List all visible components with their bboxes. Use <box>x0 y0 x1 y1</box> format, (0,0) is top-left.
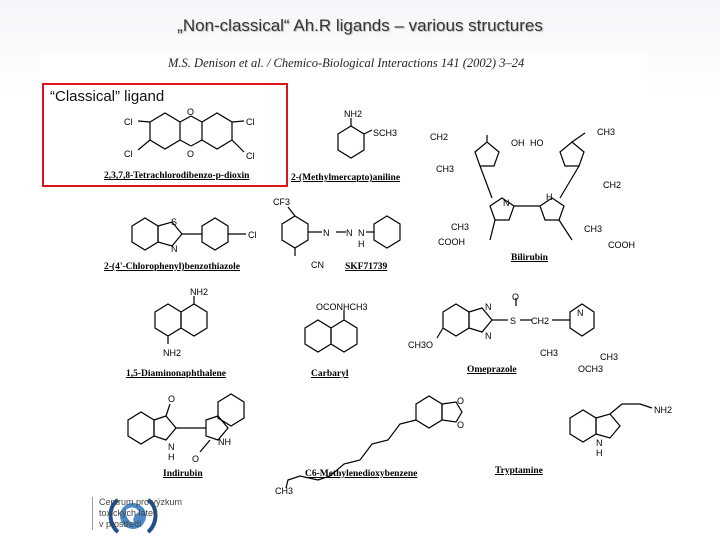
atom-nh2: NH2 <box>344 109 362 119</box>
slide-title: „Non-classical“ Ah.R ligands – various s… <box>177 16 543 35</box>
citation: M.S. Denison et al. / Chemico-Biological… <box>168 56 525 70</box>
bilirubin-structure: CH2 CH3 OH HO CH3 CH2 N H CH3 CH3 COOH C… <box>430 127 635 250</box>
skf71739-structure: CF3 N N N H CN <box>273 197 401 270</box>
atom-ch3: CH3 <box>540 348 558 358</box>
compound-name-omeprazole: Omeprazole <box>467 365 517 375</box>
atom-cl: Cl <box>248 230 257 240</box>
atom-nh2: NH2 <box>190 287 208 297</box>
compound-name-tcdd: 2,3,7,8-Tetrachlorodibenzo-p-dioxin <box>104 171 250 181</box>
atom-cn: CN <box>311 260 324 270</box>
chlorophenylbenzothiazole-structure: S N Cl <box>131 217 257 254</box>
atom-n: N <box>358 228 365 238</box>
carbaryl-structure: OCONHCH3 <box>304 302 368 353</box>
compound-name-bilirubin: Bilirubin <box>511 253 548 263</box>
atom-o: O <box>512 292 519 302</box>
atom-oconhch3: OCONHCH3 <box>316 302 368 312</box>
atom-n: N <box>323 228 330 238</box>
atom-ch2: CH2 <box>430 132 448 142</box>
atom-o: O <box>457 420 464 430</box>
atom-s: S <box>510 316 516 326</box>
compound-name-diaminonaphthalene: 1,5-Diaminonaphthalene <box>126 369 227 379</box>
atom-ch2: CH2 <box>603 180 621 190</box>
atom-cl: Cl <box>124 149 133 159</box>
atom-ch3: CH3 <box>451 222 469 232</box>
atom-o: O <box>168 394 175 404</box>
atom-ch3: CH3 <box>584 224 602 234</box>
indirubin-structure: O N H NH O <box>127 393 245 464</box>
classical-ligand-highlight-box <box>42 83 288 187</box>
atom-nh2: NH2 <box>654 405 672 415</box>
atom-n: N <box>503 198 510 208</box>
atom-n: N <box>485 302 492 312</box>
atom-n: N <box>596 438 603 448</box>
compound-name-tryptamine: Tryptamine <box>495 466 543 476</box>
atom-ch3o: CH3O <box>408 340 433 350</box>
atom-o: O <box>192 454 199 464</box>
atom-cooh: COOH <box>438 237 465 247</box>
atom-h: H <box>168 452 175 462</box>
organization-name: Centrum pro výzkum toxických látek v pro… <box>92 497 182 530</box>
atom-oh: OH <box>511 138 525 148</box>
atom-cl: Cl <box>246 151 255 161</box>
atom-sch3: SCH3 <box>373 128 397 138</box>
atom-cf3: CF3 <box>273 197 290 207</box>
classical-ligand-label: “Classical” ligand <box>50 88 165 105</box>
atom-cl: Cl <box>246 117 255 127</box>
compound-name-methylmercaptoaniline: 2-(Methylmercapto)aniline <box>291 173 401 183</box>
atom-n: N <box>485 331 492 341</box>
atom-n: N <box>171 244 178 254</box>
compound-name-methylenedioxybenzene: C6-Methylenedioxybenzene <box>305 469 418 479</box>
atom-ho: HO <box>530 138 544 148</box>
compound-name-skf71739: SKF71739 <box>345 262 388 272</box>
atom-o: O <box>187 107 194 117</box>
atom-ch3: CH3 <box>600 352 618 362</box>
atom-och3: OCH3 <box>578 364 603 374</box>
structures-figure <box>40 55 647 500</box>
atom-h: H <box>546 192 553 202</box>
compound-name-chlorophenylbenzothiazole: 2-(4'-Chlorophenyl)benzothiazole <box>104 262 240 272</box>
atom-ch3: CH3 <box>436 164 454 174</box>
diaminonaphthalene-structure: NH2 NH2 <box>154 287 208 358</box>
atom-cooh: COOH <box>608 240 635 250</box>
compound-name-indirubin: Indirubin <box>163 469 203 479</box>
atom-h: H <box>358 239 365 249</box>
omeprazole-structure: N N S O CH2 N CH3O CH3 CH3 OCH3 <box>408 292 618 374</box>
compound-name-carbaryl: Carbaryl <box>311 369 349 379</box>
atom-cl: Cl <box>124 117 133 127</box>
atom-ch3: CH3 <box>597 127 615 137</box>
atom-nh: NH <box>218 437 231 447</box>
tryptamine-structure: NH2 N H <box>569 403 672 458</box>
atom-ch3: CH3 <box>275 486 293 496</box>
atom-n: N <box>577 308 584 318</box>
atom-o: O <box>457 396 464 406</box>
atom-ch2: CH2 <box>531 316 549 326</box>
methylenedioxybenzene-structure: O O CH3 <box>275 395 464 496</box>
atom-n: N <box>346 228 353 238</box>
methylmercaptoaniline-structure: NH2 SCH3 <box>337 109 397 159</box>
atom-h: H <box>596 448 603 458</box>
tcdd-structure: Cl Cl Cl Cl O O <box>124 107 255 161</box>
atom-n: N <box>168 442 175 452</box>
recetox-logo-icon <box>108 498 158 534</box>
atom-nh2: NH2 <box>163 348 181 358</box>
atom-o: O <box>187 149 194 159</box>
atom-s: S <box>171 217 177 227</box>
